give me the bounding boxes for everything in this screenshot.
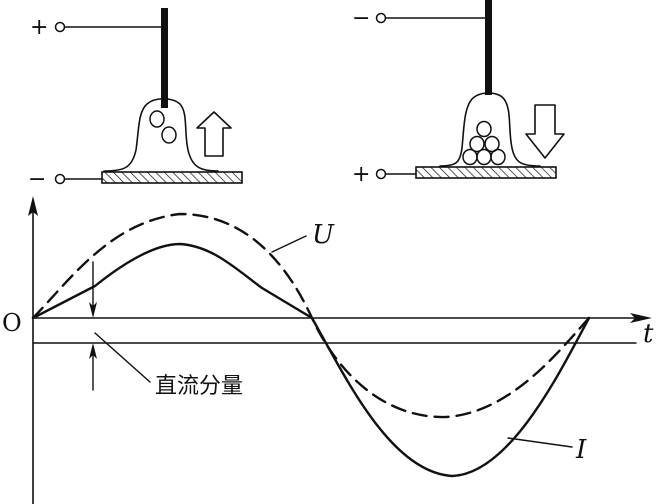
right-arc-droplet: [439, 92, 541, 167]
left-workpiece-plate: [101, 171, 243, 184]
current-curve-label: I: [575, 435, 587, 465]
left-top-terminal: [54, 21, 66, 33]
left-arc-droplet: [103, 97, 219, 172]
dc-dimension-arrowhead-up: [89, 343, 97, 359]
left-top-terminal-sign: +: [30, 15, 48, 40]
voltage-curve-u: [31, 212, 591, 419]
right-bubble: [469, 135, 485, 153]
left-bubble: [161, 126, 177, 144]
left-electrode-group: + −: [28, 8, 243, 192]
left-electrode-rod: [161, 8, 168, 108]
left-up-arrow-icon: [196, 111, 232, 157]
right-bottom-terminal: [375, 168, 387, 180]
origin-label: O: [2, 309, 22, 337]
right-bottom-terminal-sign: +: [352, 162, 370, 187]
time-axis-arrowhead: [630, 313, 652, 323]
left-bottom-terminal-sign: −: [28, 167, 46, 192]
left-bubble: [149, 110, 165, 128]
right-bubble: [490, 148, 506, 166]
right-bubble: [462, 148, 478, 166]
right-bubble: [476, 148, 492, 166]
right-electrode-rod: [485, 0, 492, 95]
right-electrode-group: − +: [352, 0, 565, 187]
current-label-leader: [507, 437, 573, 448]
voltage-curve-label: U: [312, 220, 335, 250]
dc-component-leader: [94, 332, 151, 383]
right-bubble: [484, 135, 500, 153]
dc-dimension-arrowhead-down: [89, 302, 97, 318]
left-bottom-terminal: [54, 173, 66, 185]
right-bubble: [476, 120, 492, 138]
right-top-terminal: [375, 12, 387, 24]
current-curve-i: [31, 242, 591, 478]
right-workpiece-plate: [415, 166, 557, 179]
dc-component-label: 直流分量: [155, 374, 243, 399]
vertical-axis-arrowhead: [28, 196, 38, 216]
time-axis-label: t: [643, 319, 654, 349]
right-top-terminal-sign: −: [352, 6, 370, 31]
waveform-graph: O t U I 直流分量: [2, 196, 654, 504]
voltage-label-leader: [271, 235, 307, 253]
right-down-arrow-icon: [525, 104, 565, 159]
